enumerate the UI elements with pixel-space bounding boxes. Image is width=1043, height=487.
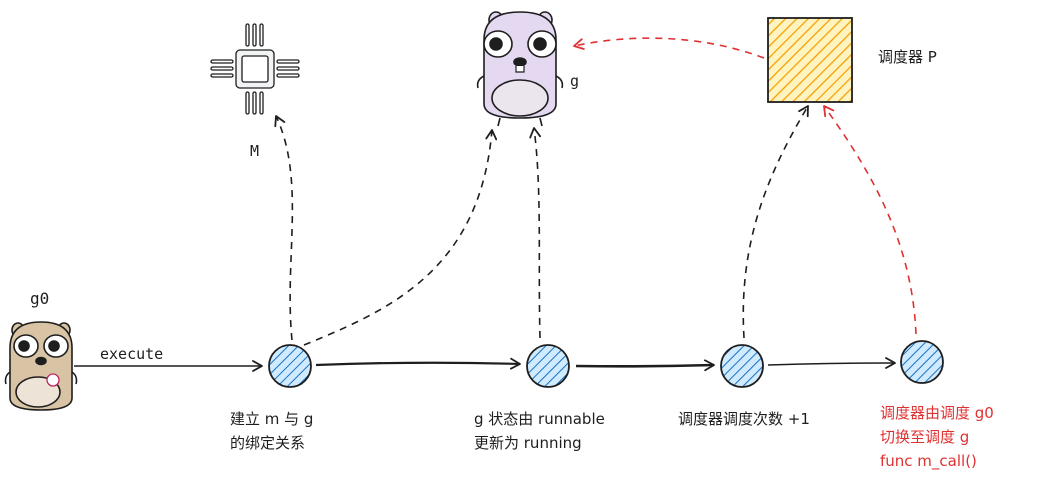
- label-step2-line2: 更新为 running: [474, 434, 582, 452]
- arrow-step2-step3: [575, 359, 715, 372]
- red-dashed-arrow-step4-to-p: [823, 105, 917, 335]
- label-execute: execute: [100, 345, 164, 363]
- dashed-arrow-step1-to-g: [303, 129, 498, 346]
- cpu-chip-icon: [210, 23, 300, 115]
- label-g0: g0: [30, 289, 50, 308]
- step-node-state: [526, 344, 570, 388]
- step-node-switch: [900, 340, 944, 384]
- red-dashed-arrow-p-to-g: [573, 37, 765, 59]
- arrow-step1-step2: [315, 357, 521, 370]
- label-step4-line2: 切换至调度 g: [880, 428, 970, 446]
- gopher-g0-icon: [4, 321, 78, 411]
- label-step1-line2: 的绑定关系: [230, 434, 306, 452]
- dashed-arrow-step3-to-p: [742, 105, 809, 339]
- dashed-arrow-to-m: [274, 115, 294, 341]
- arrow-step3-step4: [767, 357, 896, 369]
- step-node-bind: [268, 344, 312, 388]
- label-m: M: [250, 142, 260, 160]
- label-step1-line1: 建立 m 与 g: [230, 410, 314, 428]
- gopher-icon: [476, 11, 564, 127]
- label-scheduler-p: 调度器 P: [878, 48, 937, 66]
- label-g: g: [570, 72, 580, 90]
- label-step3: 调度器调度次数 +1: [678, 410, 810, 428]
- label-step4-line3: func m_call(): [880, 452, 977, 470]
- step-node-count: [720, 344, 764, 388]
- dashed-arrow-step2-to-g: [529, 127, 542, 339]
- processor-square: [767, 17, 853, 103]
- label-step2-line1: g 状态由 runnable: [474, 410, 605, 428]
- label-step4-line1: 调度器由调度 g0: [880, 404, 994, 422]
